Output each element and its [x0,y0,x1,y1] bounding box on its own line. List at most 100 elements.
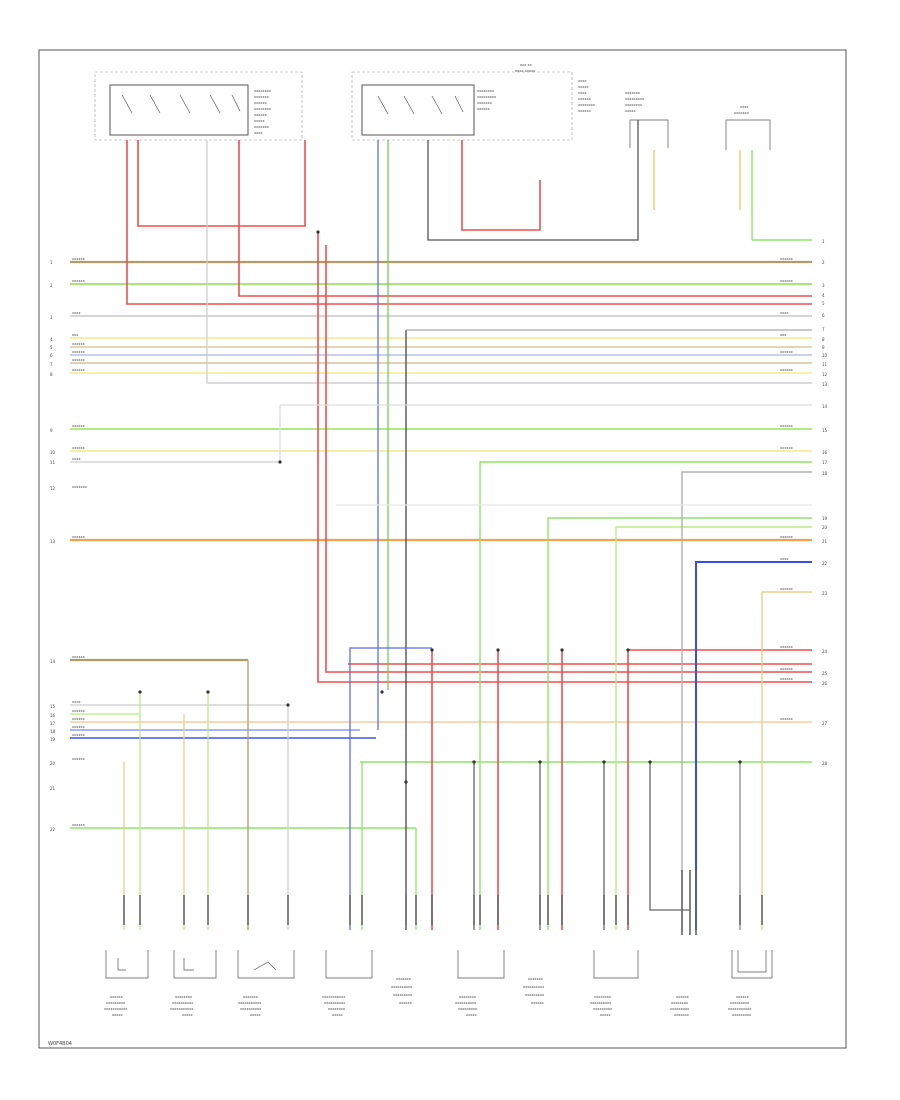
svg-text:1: 1 [822,239,825,244]
splice-points [138,230,742,784]
svg-text:2: 2 [822,260,825,265]
svg-text:xxxxxxxx: xxxxxxxx [477,89,495,93]
svg-text:xxxxxxx: xxxxxxx [254,125,270,129]
svg-text:xxxxxxxx: xxxxxxxx [671,1001,689,1005]
svg-text:xxxx: xxxx [72,457,81,461]
svg-text:10: 10 [822,353,828,358]
svg-text:xxxxxxxxx: xxxxxxxxx [670,1007,690,1011]
svg-text:xxxxxx: xxxxxx [72,342,86,346]
svg-text:10: 10 [50,450,56,455]
svg-text:xxxxx: xxxxx [578,85,590,89]
svg-text:9: 9 [50,428,53,433]
svg-text:5: 5 [50,345,53,350]
svg-text:xxxxxx: xxxxxx [72,717,86,721]
svg-text:3: 3 [822,283,825,288]
svg-text:20: 20 [822,525,828,530]
svg-text:xxxxxxxxxx: xxxxxxxxxx [240,1007,262,1011]
svg-text:23: 23 [822,591,828,596]
svg-text:xxxxxxxx: xxxxxxxx [625,103,643,107]
svg-text:12: 12 [822,372,828,377]
svg-text:18: 18 [50,729,56,734]
svg-text:xxxxxx: xxxxxx [254,113,268,117]
svg-text:xxxxxx: xxxxxx [780,368,794,372]
svg-text:xxxxx: xxxxx [112,1013,124,1017]
svg-text:xxx: xxx [72,333,79,337]
svg-text:xxxxxxxx: xxxxxxxx [254,89,272,93]
svg-text:xxxxxx: xxxxxx [72,709,86,713]
svg-text:14: 14 [822,404,828,409]
svg-text:xxxxxxxxxx: xxxxxxxxxx [590,1001,612,1005]
svg-text:8: 8 [822,337,825,342]
svg-text:xxxxx: xxxxx [600,1013,612,1017]
svg-text:xxxx: xxxx [578,79,587,83]
svg-text:xxxxxxxx: xxxxxxxx [175,995,193,999]
svg-text:4: 4 [50,337,53,342]
sensor-top-right-b: xxxxxxxxxxx [725,105,771,150]
svg-text:xxxxxxx: xxxxxxx [396,977,412,981]
svg-text:xxxxxxxx: xxxxxxxx [328,1007,346,1011]
svg-text:13: 13 [50,539,56,544]
svg-text:14: 14 [50,659,56,664]
svg-text:xxxxxxxx: xxxxxxxx [254,107,272,111]
svg-text:xxxxxx: xxxxxx [72,350,86,354]
svg-text:20: 20 [50,761,56,766]
svg-text:xxxxxx: xxxxxx [780,279,794,283]
svg-text:xxxxxxxxxxx: xxxxxxxxxxx [322,995,346,999]
svg-text:24: 24 [822,649,828,654]
svg-text:xxxxxx: xxxxxx [780,535,794,539]
svg-text:xxxxxxxxx: xxxxxxxxx [732,1013,752,1017]
svg-text:xxxxxxxx: xxxxxxxx [578,103,596,107]
svg-text:xxxxxxxxx: xxxxxxxxx [625,97,645,101]
svg-text:15: 15 [50,704,56,709]
svg-text:12: 12 [50,486,56,491]
harness-bus [70,260,812,829]
svg-text:19: 19 [50,737,56,742]
svg-text:xxxxxx: xxxxxx [72,446,86,450]
diagram-frame [38,49,847,1049]
vertical-feeds [123,120,812,930]
svg-text:xxxxxxxxxxx: xxxxxxxxxxx [238,1001,262,1005]
svg-text:xxxxxx: xxxxxx [780,424,794,428]
svg-text:xxxx: xxxx [578,91,587,95]
svg-text:xxxxxxxx: xxxxxxxx [459,995,477,999]
svg-text:xxxxxxxxx: xxxxxxxxx [525,993,545,997]
svg-text:xxxxxx: xxxxxx [72,424,86,428]
svg-text:9: 9 [822,345,825,350]
svg-text:7: 7 [822,327,825,332]
svg-text:8: 8 [50,372,53,377]
svg-text:xxxxxxxxxxx: xxxxxxxxxxx [170,1007,194,1011]
svg-text:xxxxx: xxxxx [182,1013,194,1017]
svg-text:xxxxxx: xxxxxx [531,1001,545,1005]
svg-text:xxxxx: xxxxx [254,119,266,123]
svg-text:xxxxxx: xxxxxx [72,279,86,283]
svg-text:xxxxxxxxxxx: xxxxxxxxxxx [104,1007,128,1011]
svg-text:19: 19 [822,516,828,521]
svg-text:1: 1 [50,260,53,265]
svg-text:22: 22 [822,561,828,566]
svg-text:xxxxxx: xxxxxx [780,446,794,450]
svg-text:xxxxxxxxx: xxxxxxxxx [458,1007,478,1011]
svg-text:xxxxxxxxx: xxxxxxxxx [593,1007,613,1011]
svg-text:18: 18 [822,471,828,476]
svg-text:17: 17 [822,460,828,465]
svg-text:xxxxxx: xxxxxx [780,667,794,671]
diagram-code: W0F4B04 [48,1041,72,1047]
svg-text:xxxxxx: xxxxxx [72,655,86,659]
svg-text:xxxxxx: xxxxxx [72,733,86,737]
svg-text:xxxxxxx: xxxxxxx [674,1013,690,1017]
svg-text:xxxxxx: xxxxxx [72,358,86,362]
svg-text:2: 2 [50,283,53,288]
svg-text:xxxxxx: xxxxxx [780,717,794,721]
svg-text:xxxxxxxxx: xxxxxxxxx [730,1001,750,1005]
svg-text:3: 3 [50,315,53,320]
svg-text:21: 21 [50,786,56,791]
svg-text:xxxxx: xxxxx [250,1013,262,1017]
